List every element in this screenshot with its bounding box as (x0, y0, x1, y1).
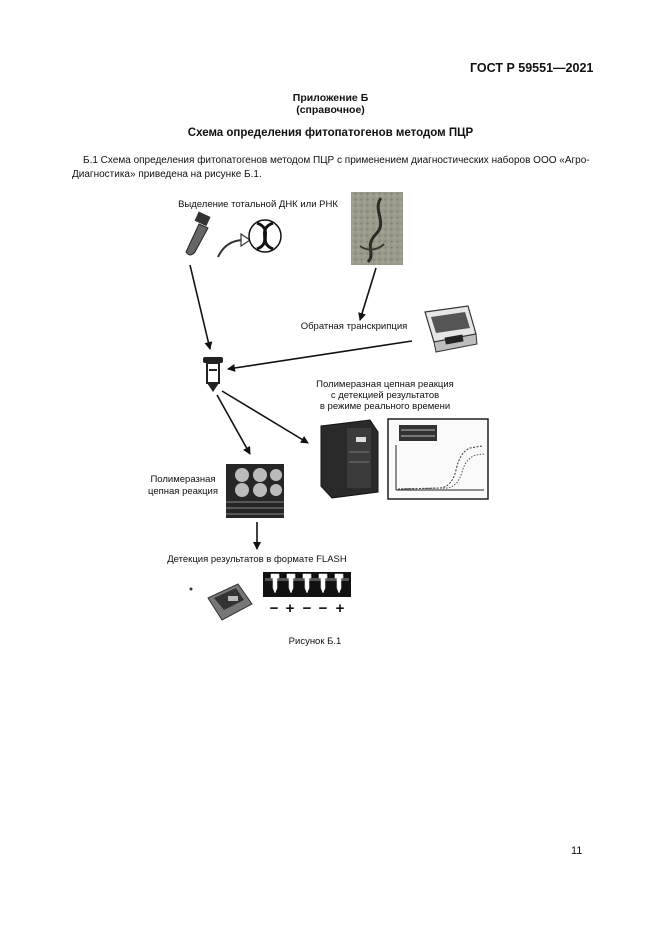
arrow-to-classic-pcr (216, 394, 251, 455)
figure-caption: Рисунок Б.1 (288, 636, 342, 647)
dna-helix-icon (248, 219, 282, 253)
label-reverse-transcription: Обратная транскрипция (300, 321, 408, 332)
label-realtime-line3: в режиме реального времени (319, 401, 451, 412)
sign-tube-5: + (336, 600, 345, 617)
label-realtime-line2: с детекцией результатов (330, 390, 440, 401)
label-realtime-line1: Полимеразная цепная реакция (316, 379, 454, 390)
appendix-title: Приложение Б (292, 92, 369, 104)
realtime-pcr-computer-icon (320, 419, 379, 499)
plant-tissue-image (351, 192, 403, 265)
label-extraction: Выделение тотальной ДНК или РНК (178, 199, 338, 210)
sign-tube-4: − (319, 600, 328, 617)
arrow-to-realtime-pcr (221, 390, 309, 444)
pcr-tube-icon (203, 357, 223, 392)
label-pcr-line1: Полимеразная (150, 474, 216, 485)
body-paragraph: Б.1 Схема определения фитопатогенов мето… (72, 155, 590, 180)
label-flash: Детекция результатов в формате FLASH (167, 554, 347, 565)
thermocycler-device-icon (424, 305, 478, 353)
section-title: Схема определения фитопатогенов методом … (187, 127, 474, 139)
page-number: 11 (571, 845, 583, 857)
curved-arrow-icon (217, 232, 252, 258)
arrow-tube-to-pcr (189, 264, 213, 350)
standard-number: ГОСТ Р 59551—2021 (470, 61, 594, 75)
flash-detector-icon (189, 583, 253, 621)
sign-tube-1: − (270, 600, 279, 617)
tube-strip-icon (263, 572, 351, 597)
test-tube-icon (185, 211, 211, 256)
arrow-image-to-rt (358, 267, 377, 321)
arrow-rt-to-pcr (227, 340, 413, 372)
label-pcr-line2: цепная реакция (148, 486, 218, 497)
amplification-plot-image (387, 418, 489, 500)
thermocycler-block-icon (226, 464, 284, 518)
appendix-note: (справочное) (296, 104, 365, 116)
sign-tube-2: + (286, 600, 295, 617)
sign-tube-3: − (303, 600, 312, 617)
